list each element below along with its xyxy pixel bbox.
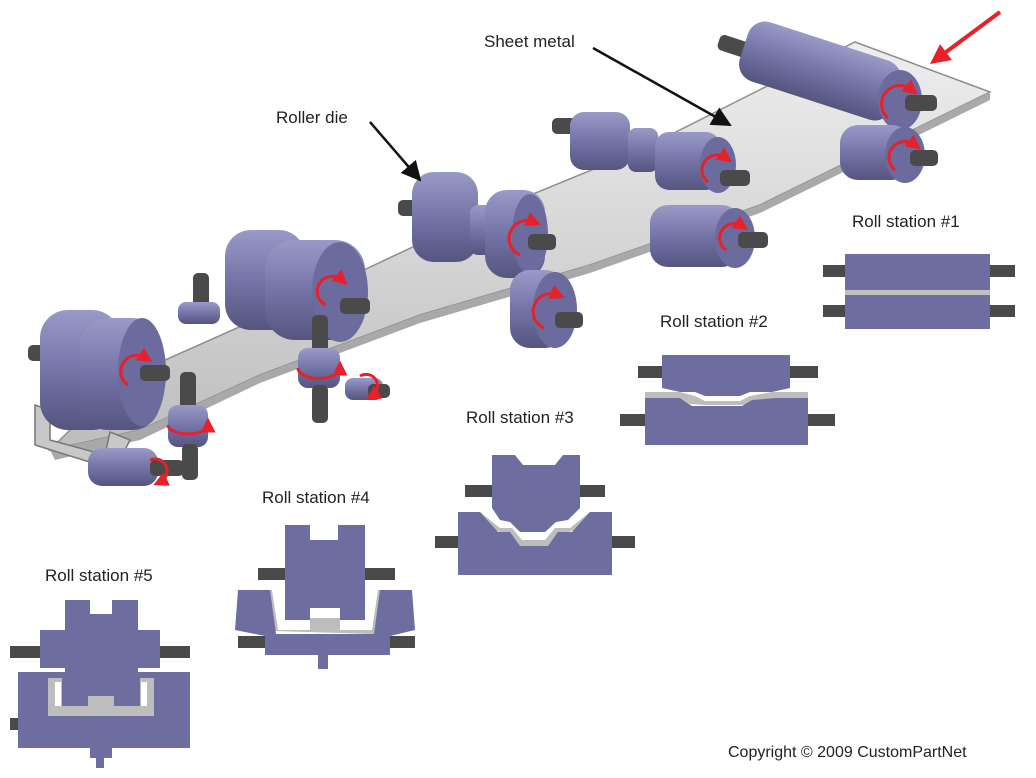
station-3-rollers: [398, 172, 583, 348]
roll-forming-line: [28, 10, 1002, 486]
station-4-label: Roll station #4: [262, 488, 370, 507]
station-2-rollers: [552, 112, 768, 268]
station-1-label: Roll station #1: [852, 212, 960, 231]
copyright-notice: Copyright © 2009 CustomPartNet: [728, 744, 967, 761]
station-2-label: Roll station #2: [660, 312, 768, 331]
station-5-label: Roll station #5: [45, 566, 153, 585]
station-5-rollers: [28, 310, 216, 486]
station-1-rollers: [717, 21, 938, 183]
sheet-metal-label: Sheet metal: [484, 32, 575, 51]
roller-die-label: Roller die: [276, 108, 348, 127]
station-2-section: [620, 355, 835, 445]
station-1-section: [823, 254, 1015, 329]
roller-die-pointer: [369, 121, 422, 182]
station-4-rollers: [178, 230, 390, 423]
feed-direction-arrow: [929, 10, 1002, 64]
sheet-metal-edge: [50, 92, 990, 460]
station-4-section: [235, 525, 415, 669]
sheet-metal-pointer: [592, 46, 732, 127]
station-3-section: [435, 455, 635, 575]
station-5-section: [10, 600, 190, 768]
station-3-label: Roll station #3: [466, 408, 574, 427]
